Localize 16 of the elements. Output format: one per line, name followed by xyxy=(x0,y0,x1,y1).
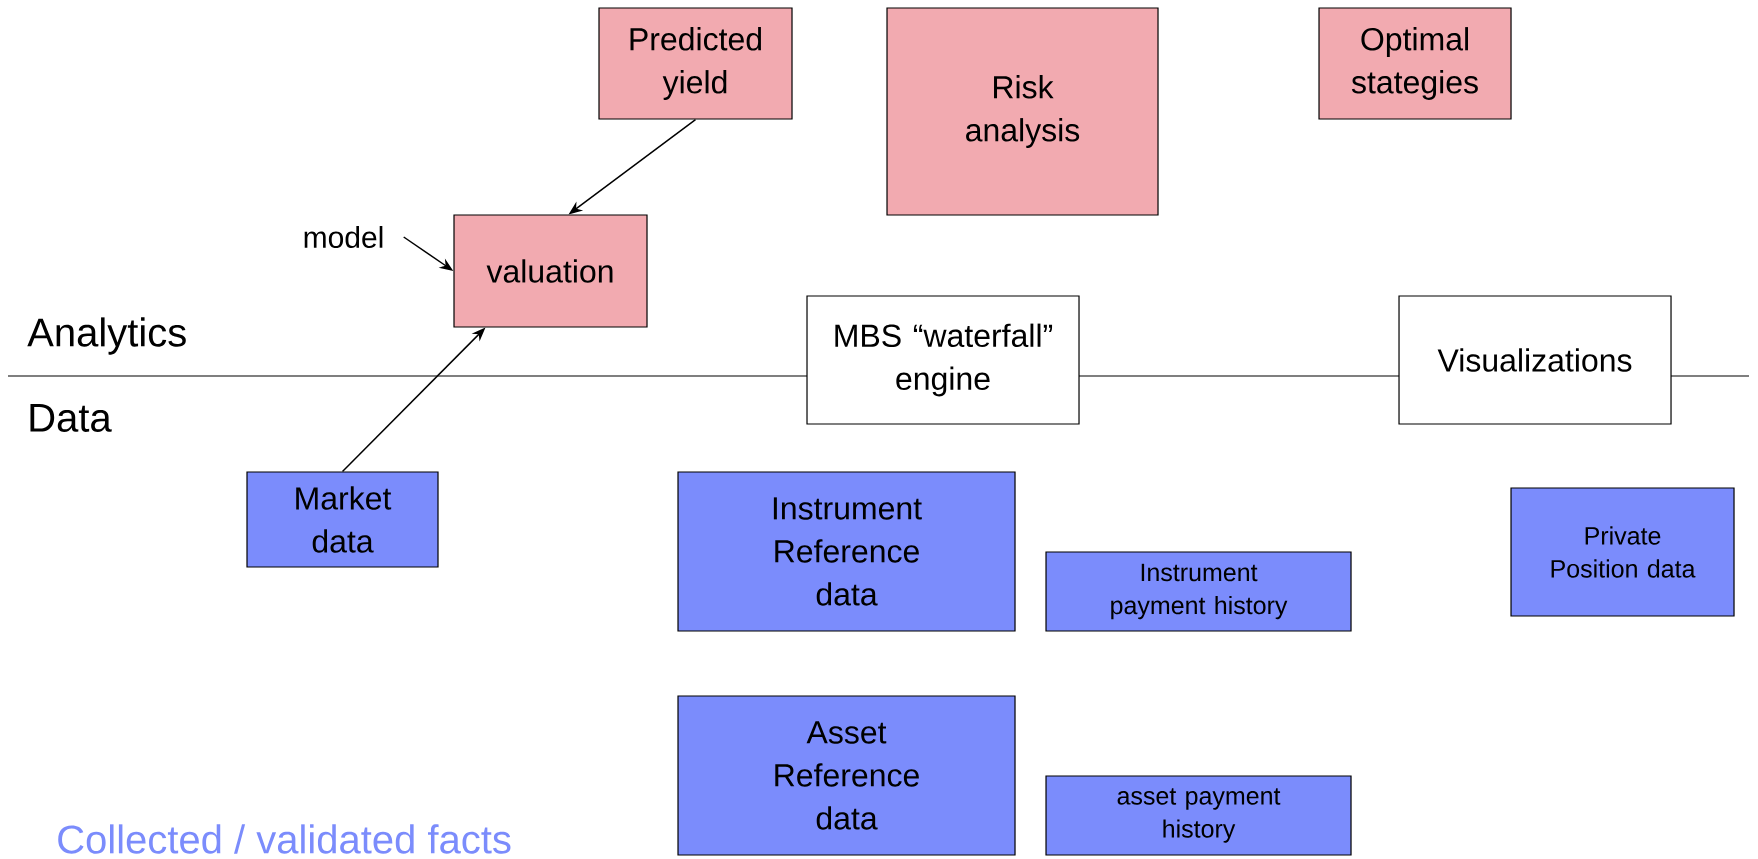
data-box: Market data xyxy=(246,471,439,568)
layer-label: Analytics xyxy=(27,317,186,355)
result-box: Optimal stategies xyxy=(1318,7,1512,120)
data-box: Instrument Reference data xyxy=(677,471,1016,632)
data-box: Private Position data xyxy=(1510,487,1735,617)
model-label: model xyxy=(304,226,383,248)
data-box: Asset Reference data xyxy=(677,695,1016,856)
data-box: asset payment history xyxy=(1045,775,1352,856)
data-box: Instrument payment history xyxy=(1045,551,1352,632)
analytics-box: valuation xyxy=(453,214,648,328)
result-box: Predicted yield xyxy=(598,7,793,120)
layer-label: Data xyxy=(30,404,112,432)
footer-note: Collected / validated facts xyxy=(58,824,511,854)
engine-box: Visualizations xyxy=(1398,295,1672,425)
result-box: Risk analysis xyxy=(886,7,1159,216)
engine-box: MBS “waterfall” engine xyxy=(806,295,1080,425)
